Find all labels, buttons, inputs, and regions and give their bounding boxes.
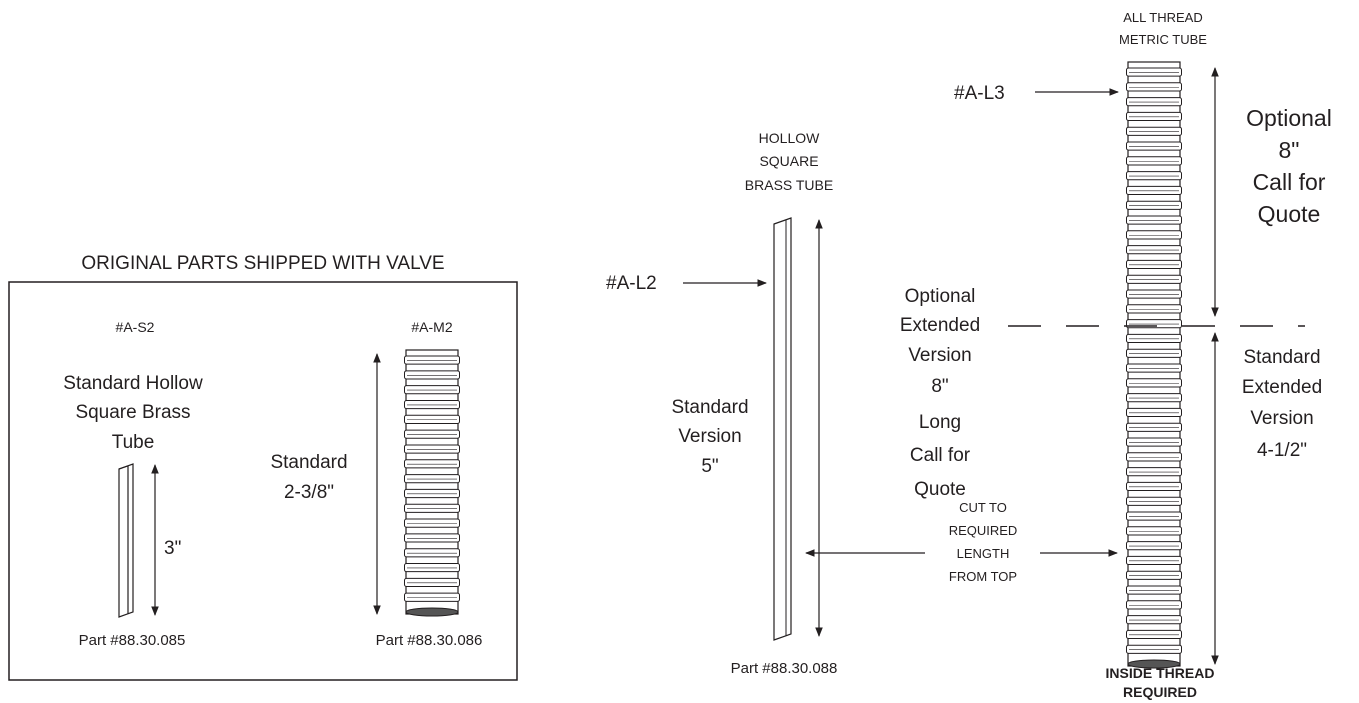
metric-optional-line-2: 8" (1279, 137, 1300, 163)
long-tube-title-line-1: HOLLOW (759, 130, 820, 146)
optional-extended-line-3: Version (908, 345, 971, 366)
optional-extended-line-7: Quote (914, 479, 966, 500)
long-tube-title-line-2: SQUARE (759, 153, 818, 169)
optional-extended-line-2: Extended (900, 315, 980, 336)
metric-standard-line-4: 4-1/2" (1257, 440, 1307, 461)
square-tube-part-number: Part #88.30.085 (79, 632, 186, 649)
threaded-tube-id: #A-M2 (411, 319, 452, 335)
square-tube-length: 3" (164, 538, 181, 559)
threaded-tube-length-line-2: 2-3/8" (284, 482, 334, 503)
cut-note-line-4: FROM TOP (949, 569, 1017, 584)
metric-optional-line-3: Call for (1253, 169, 1326, 195)
metric-footer-line-2: REQUIRED (1123, 684, 1197, 700)
metric-tube-title-line-2: METRIC TUBE (1119, 32, 1207, 47)
cut-note-line-1: CUT TO (959, 500, 1007, 515)
short-square-tube (118, 463, 134, 618)
long-tube-part-number: Part #88.30.088 (731, 660, 838, 677)
standard-version-line-3: 5" (701, 456, 718, 477)
metric-standard-line-3: Version (1250, 408, 1313, 429)
long-tube-title-line-3: BRASS TUBE (745, 177, 833, 193)
metric-optional-line-1: Optional (1246, 105, 1332, 131)
square-tube-id: #A-S2 (116, 319, 155, 335)
standard-version-line-1: Standard (671, 397, 748, 418)
metric-tube-id: #A-L3 (954, 83, 1005, 104)
optional-extended-line-4: 8" (931, 376, 948, 397)
square-tube-desc-line-3: Tube (112, 432, 155, 453)
square-tube-desc-line-2: Square Brass (75, 402, 190, 423)
metric-tube-title-line-1: ALL THREAD (1123, 10, 1202, 25)
long-square-tube (773, 217, 792, 641)
metric-standard-line-1: Standard (1243, 347, 1320, 368)
left-panel-title: ORIGINAL PARTS SHIPPED WITH VALVE (81, 253, 444, 274)
optional-extended-line-5: Long (919, 412, 961, 433)
metric-standard-line-2: Extended (1242, 377, 1322, 398)
short-threaded-tube (404, 349, 460, 617)
metric-optional-line-4: Quote (1258, 201, 1321, 227)
square-tube-desc-line-1: Standard Hollow (63, 373, 203, 394)
standard-version-line-2: Version (678, 426, 741, 447)
left-panel-box (8, 281, 518, 681)
threaded-tube-part-number: Part #88.30.086 (376, 632, 483, 649)
threaded-tube-length-line-1: Standard (270, 452, 347, 473)
long-tube-id: #A-L2 (606, 273, 657, 294)
metric-footer-line-1: INSIDE THREAD (1106, 665, 1215, 681)
optional-extended-line-6: Call for (910, 445, 971, 466)
cut-note-line-3: LENGTH (957, 546, 1010, 561)
cut-note-line-2: REQUIRED (949, 523, 1018, 538)
optional-extended-line-1: Optional (905, 286, 976, 307)
long-threaded-tube (1126, 61, 1182, 669)
